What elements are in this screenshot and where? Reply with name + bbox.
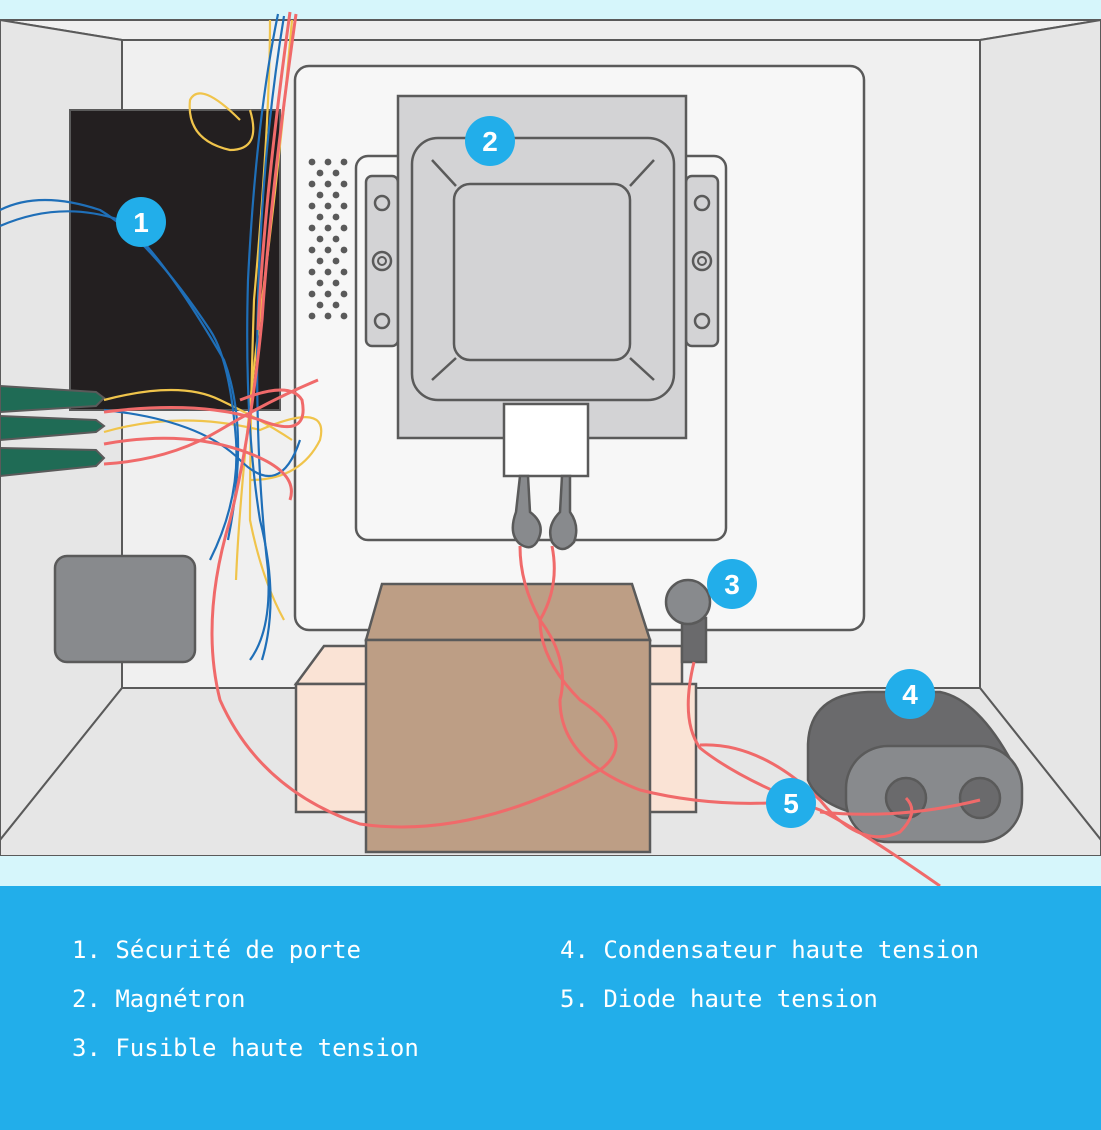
marker-4: 4 — [885, 669, 935, 719]
marker-2: 2 — [465, 116, 515, 166]
cavity-ceiling — [0, 19, 1101, 41]
marker-3-label: 3 — [724, 569, 740, 600]
marker-5: 5 — [766, 778, 816, 828]
microwave-interior-diagram: 1 2 3 4 5 — [0, 0, 1101, 886]
legend-item-magnetron: 2. Magnétron — [72, 985, 246, 1013]
marker-3: 3 — [707, 559, 757, 609]
high-voltage-capacitor — [806, 690, 1024, 844]
legend-panel: 1. Sécurité de porte 2. Magnétron 3. Fus… — [0, 886, 1101, 1130]
marker-5-label: 5 — [783, 788, 799, 819]
legend-column-right: 4. Condensateur haute tension 5. Diode h… — [560, 938, 979, 1036]
grey-module — [53, 554, 197, 664]
transformer — [293, 582, 698, 854]
wires-red — [103, 11, 981, 886]
legend-column-left: 1. Sécurité de porte 2. Magnétron 3. Fus… — [72, 938, 419, 1085]
high-voltage-fuse — [664, 578, 712, 664]
wires-blue — [0, 13, 302, 661]
door-safety-box — [69, 109, 281, 411]
marker-1: 1 — [116, 197, 166, 247]
marker-1-label: 1 — [133, 207, 149, 238]
green-connectors — [0, 384, 106, 478]
vent-holes — [308, 158, 348, 320]
legend-item-fuse: 3. Fusible haute tension — [72, 1034, 419, 1062]
magnetron — [364, 94, 720, 551]
marker-2-label: 2 — [482, 126, 498, 157]
legend-item-capacitor: 4. Condensateur haute tension — [560, 936, 980, 964]
marker-4-label: 4 — [902, 679, 918, 710]
legend-item-door-safety: 1. Sécurité de porte — [72, 936, 361, 964]
legend-item-diode: 5. Diode haute tension — [560, 985, 878, 1013]
